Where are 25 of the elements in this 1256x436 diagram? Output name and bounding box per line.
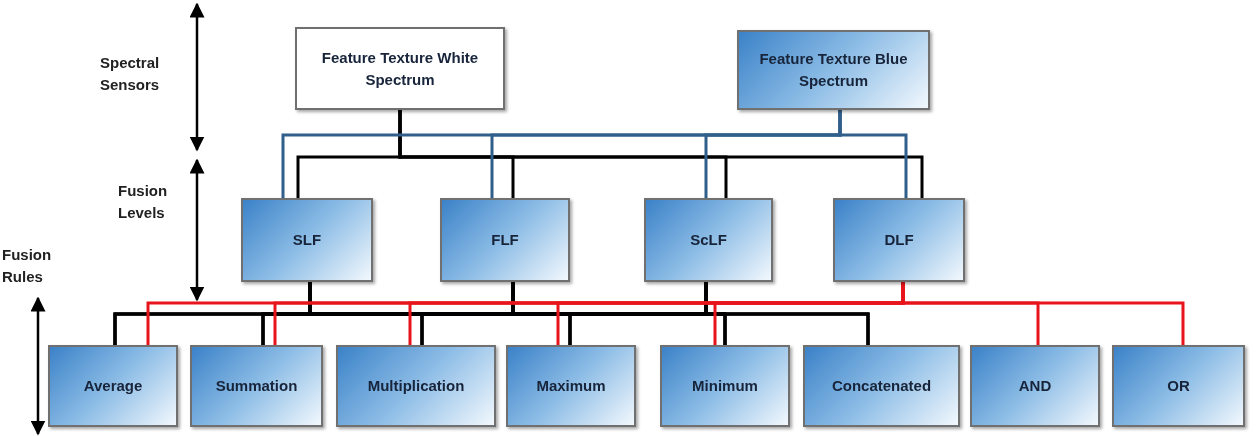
node-label: DLF [883,230,915,251]
node-label: Concatenated [830,376,933,397]
node-label: Average [82,376,144,397]
node-label: Maximum [535,376,607,397]
connector-line [398,110,924,198]
fusion-level-box [440,198,570,282]
node-label: FLF [490,230,520,251]
fusion-level-box [241,198,373,282]
fusion-level-box [833,198,965,282]
node-label: AND [1017,376,1053,397]
node-label: OR [1166,376,1191,397]
feature-box [737,30,930,110]
level-label: Fusion Levels [118,181,169,223]
level-label: Fusion Rules [2,245,53,287]
node-label: Multiplication [366,376,466,397]
node-label: ScLF [689,230,728,251]
level-label: Spectral Sensors [100,53,161,95]
fusion-level-box [644,198,773,282]
feature-box [295,27,505,110]
node-label: Feature Texture Blue Spectrum [758,49,909,91]
node-label: Summation [214,376,299,397]
node-label: SLF [291,230,323,251]
node-label: Feature Texture White Spectrum [320,47,480,90]
connector-line [838,110,908,198]
node-label: Minimum [691,376,759,397]
